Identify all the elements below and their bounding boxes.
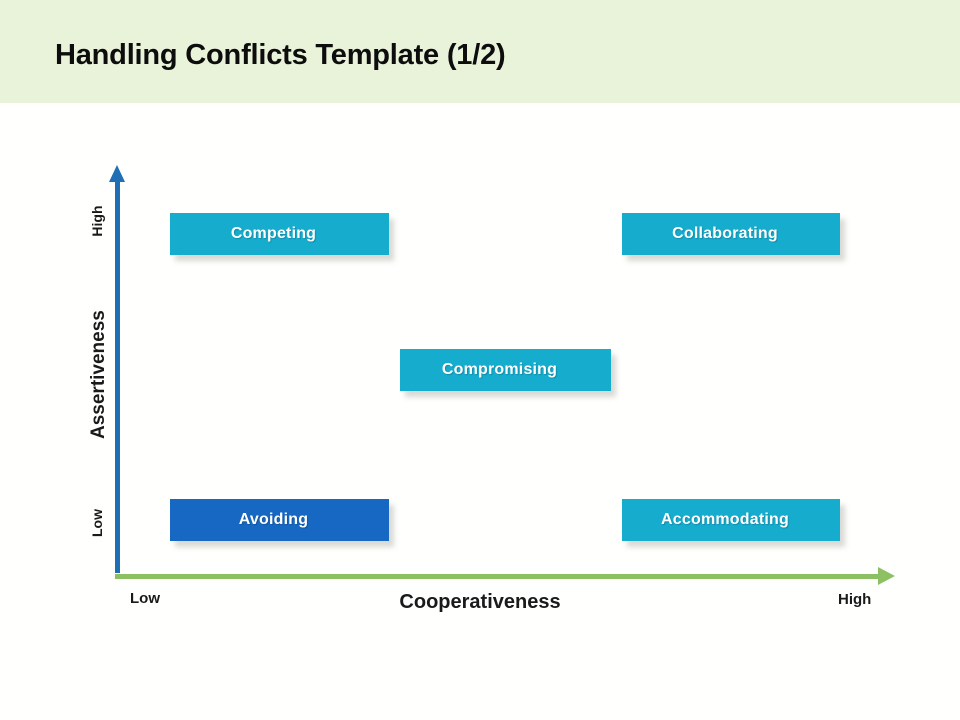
x-axis-arrowhead-icon bbox=[878, 567, 895, 585]
x-axis-low-label: Low bbox=[130, 590, 160, 607]
y-axis-low-label: Low bbox=[89, 509, 105, 537]
mode-box-compromising[interactable]: Compromising bbox=[400, 349, 611, 391]
mode-box-accommodating-label: Accommodating bbox=[661, 511, 789, 528]
mode-box-collaborating-label: Collaborating bbox=[672, 225, 778, 242]
y-axis-line bbox=[115, 180, 120, 573]
mode-box-accommodating[interactable]: Accommodating bbox=[622, 499, 840, 541]
mode-box-compromising-label: Compromising bbox=[441, 361, 558, 378]
mode-box-competing-label: Competing bbox=[230, 225, 317, 242]
y-axis-arrowhead-icon bbox=[109, 165, 125, 182]
mode-box-avoiding[interactable]: Avoiding bbox=[170, 499, 389, 541]
x-axis-high-label: High bbox=[838, 591, 872, 608]
x-axis-title: Cooperativeness bbox=[399, 591, 561, 613]
y-axis-high-label: High bbox=[89, 205, 105, 237]
mode-box-competing[interactable]: Competing bbox=[170, 213, 389, 255]
page-title: Handling Conflicts Template (1/2) bbox=[55, 39, 506, 71]
title-banner: Handling Conflicts Template (1/2) bbox=[0, 0, 960, 103]
mode-box-collaborating[interactable]: Collaborating bbox=[622, 213, 840, 255]
mode-box-avoiding-label: Avoiding bbox=[238, 511, 309, 528]
conflict-matrix: High Assertiveness Low Low Cooperativene… bbox=[0, 103, 960, 720]
y-axis-title: Assertiveness bbox=[88, 310, 109, 439]
x-axis-line bbox=[115, 574, 880, 579]
